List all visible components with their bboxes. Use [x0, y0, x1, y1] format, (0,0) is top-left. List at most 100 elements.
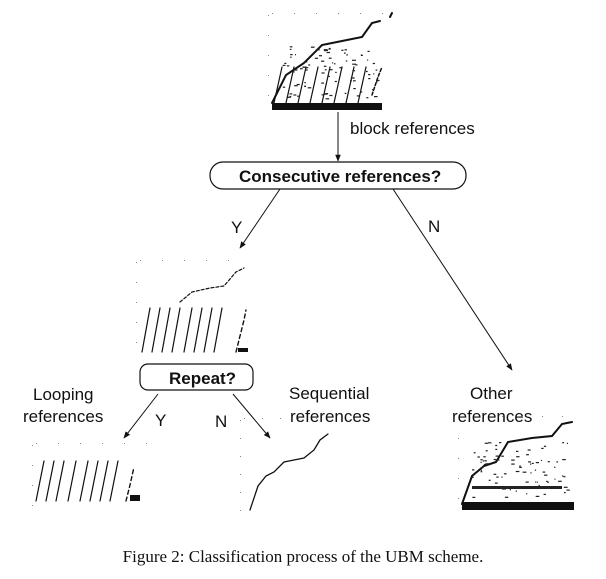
grid-dot	[136, 342, 137, 343]
reference-mark	[493, 473, 497, 475]
reference-mark	[472, 469, 475, 471]
grid-dot	[206, 260, 207, 261]
grid-dot	[458, 418, 459, 419]
reference-mark	[495, 444, 498, 447]
looping-trace	[35, 460, 45, 502]
grid-dot	[268, 55, 269, 56]
reference-mark	[509, 489, 511, 491]
reference-mark	[535, 462, 539, 464]
reference-mark	[293, 94, 297, 96]
grid-dot	[32, 505, 33, 506]
reference-mark	[542, 471, 546, 473]
reference-mark	[313, 46, 315, 48]
reference-mark	[323, 49, 328, 51]
looping-trace	[193, 307, 203, 353]
reference-mark	[544, 474, 548, 476]
reference-mark	[344, 49, 347, 51]
reference-mark	[480, 469, 482, 471]
reference-mark	[316, 49, 320, 51]
reference-mark	[297, 95, 300, 97]
looping-trace	[55, 460, 65, 502]
reference-mark	[541, 447, 544, 449]
reference-mark	[374, 96, 378, 98]
grid-dot	[136, 322, 137, 323]
grid-dot	[136, 302, 137, 303]
looping-references-plot	[32, 443, 147, 506]
grid-dot	[542, 416, 543, 417]
reference-mark	[328, 75, 330, 77]
reference-mark	[495, 459, 500, 461]
grid-dot	[124, 443, 125, 444]
sequential-trace	[179, 267, 245, 303]
grid-dot	[382, 13, 383, 14]
looping-trace	[213, 307, 223, 353]
edge-repeat-yes	[123, 393, 159, 439]
reference-mark	[515, 490, 517, 492]
dense-reference-band	[238, 348, 248, 352]
looping-trace	[345, 66, 355, 104]
reference-mark	[480, 471, 483, 473]
reference-mark	[367, 50, 370, 52]
reference-mark	[554, 466, 556, 468]
looping-trace	[151, 307, 161, 353]
reference-mark	[353, 80, 356, 82]
reference-mark	[372, 62, 375, 65]
reference-mark	[350, 80, 352, 82]
reference-mark	[355, 64, 358, 66]
sequential-trace	[249, 433, 329, 511]
reference-mark	[495, 448, 498, 450]
grid-dot	[482, 416, 483, 417]
reference-mark	[547, 481, 549, 483]
looping-trace	[89, 460, 99, 502]
reference-mark	[525, 481, 529, 483]
grid-dot	[502, 416, 503, 417]
reference-mark	[538, 484, 540, 487]
grid-dot	[140, 260, 141, 261]
reference-mark	[345, 60, 348, 62]
looping-trace	[99, 460, 109, 502]
reference-mark	[501, 455, 504, 457]
edge-consecutive-no-label: N	[428, 217, 440, 236]
grid-dot	[146, 443, 147, 444]
grid-dot	[316, 418, 317, 419]
other-references-label: Other references	[452, 384, 532, 426]
grid-dot	[240, 420, 241, 421]
looping-trace	[273, 66, 283, 104]
grid-dot	[240, 474, 241, 475]
looping-references-label: Looping references	[23, 385, 103, 426]
grid-dot	[268, 75, 269, 76]
reference-mark	[556, 461, 559, 463]
reference-mark	[368, 74, 371, 76]
reference-mark	[329, 69, 333, 71]
reference-mark	[562, 459, 566, 461]
reference-mark	[530, 463, 532, 465]
grid-dot	[58, 443, 59, 444]
reference-mark	[324, 69, 327, 71]
reference-mark	[356, 95, 360, 97]
reference-mark	[483, 456, 486, 458]
decision-consecutive-label: Consecutive references?	[239, 167, 441, 186]
reference-mark	[341, 49, 344, 51]
reference-mark	[325, 98, 330, 100]
edge-repeat-yes-label: Y	[155, 411, 166, 430]
reference-mark	[566, 442, 568, 444]
reference-mark	[488, 479, 491, 481]
reference-mark	[323, 65, 327, 67]
reference-mark	[484, 442, 488, 444]
reference-mark	[480, 467, 483, 469]
sequential-references-plot	[240, 418, 329, 511]
looping-trace	[125, 466, 135, 502]
reference-mark	[326, 51, 330, 54]
reference-mark	[566, 489, 570, 491]
reference-mark	[346, 54, 348, 56]
reference-mark	[546, 480, 548, 482]
grid-dot	[268, 15, 269, 16]
edge-consecutive-yes-label: Y	[231, 218, 242, 237]
reference-mark	[482, 460, 484, 462]
looping-trace	[141, 307, 151, 353]
reference-mark	[335, 71, 337, 73]
reference-mark	[305, 69, 308, 71]
sequential-trace	[461, 421, 573, 505]
dense-reference-band	[472, 486, 562, 489]
